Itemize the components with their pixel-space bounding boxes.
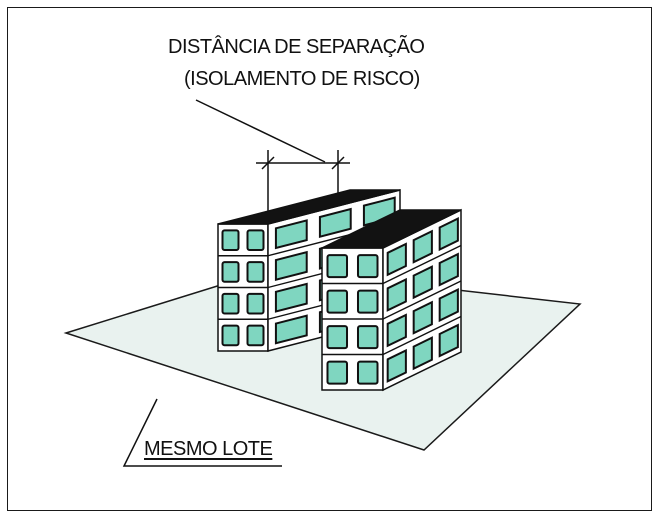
- floor-line: [382, 280, 462, 320]
- window: [221, 261, 240, 283]
- window: [412, 300, 433, 335]
- window: [221, 229, 240, 252]
- building-2: [321, 208, 462, 392]
- window: [246, 292, 265, 315]
- window: [274, 282, 308, 313]
- lot-leader-line: [122, 398, 282, 467]
- window: [412, 229, 433, 264]
- window: [246, 229, 265, 252]
- window: [356, 325, 379, 350]
- window: [356, 289, 379, 314]
- building-roof: [217, 189, 401, 225]
- window: [326, 360, 349, 385]
- separation-label-line1: DISTÂNCIA DE SEPARAÇÃO: [168, 36, 425, 58]
- window: [386, 277, 407, 312]
- window: [246, 261, 265, 283]
- window: [326, 254, 349, 279]
- window: [386, 313, 407, 348]
- window: [326, 289, 349, 314]
- window: [274, 250, 308, 282]
- window: [412, 336, 433, 371]
- window: [274, 219, 308, 250]
- window: [274, 314, 308, 345]
- window: [356, 360, 379, 385]
- window: [356, 254, 379, 279]
- window: [221, 324, 240, 347]
- window: [386, 242, 407, 277]
- window: [438, 217, 459, 252]
- window: [318, 207, 352, 238]
- lot-label: MESMO LOTE: [144, 438, 273, 460]
- window: [438, 288, 459, 323]
- separation-leader-line: [195, 99, 326, 163]
- window: [221, 292, 240, 315]
- window: [412, 265, 433, 300]
- floor-line: [382, 315, 462, 356]
- window: [438, 323, 459, 358]
- separation-label-line2: (ISOLAMENTO DE RISCO): [184, 68, 420, 90]
- floor-line: [382, 244, 462, 285]
- window: [386, 348, 407, 383]
- window: [246, 324, 265, 347]
- building-roof: [321, 209, 462, 249]
- window: [438, 252, 459, 287]
- window: [326, 325, 349, 350]
